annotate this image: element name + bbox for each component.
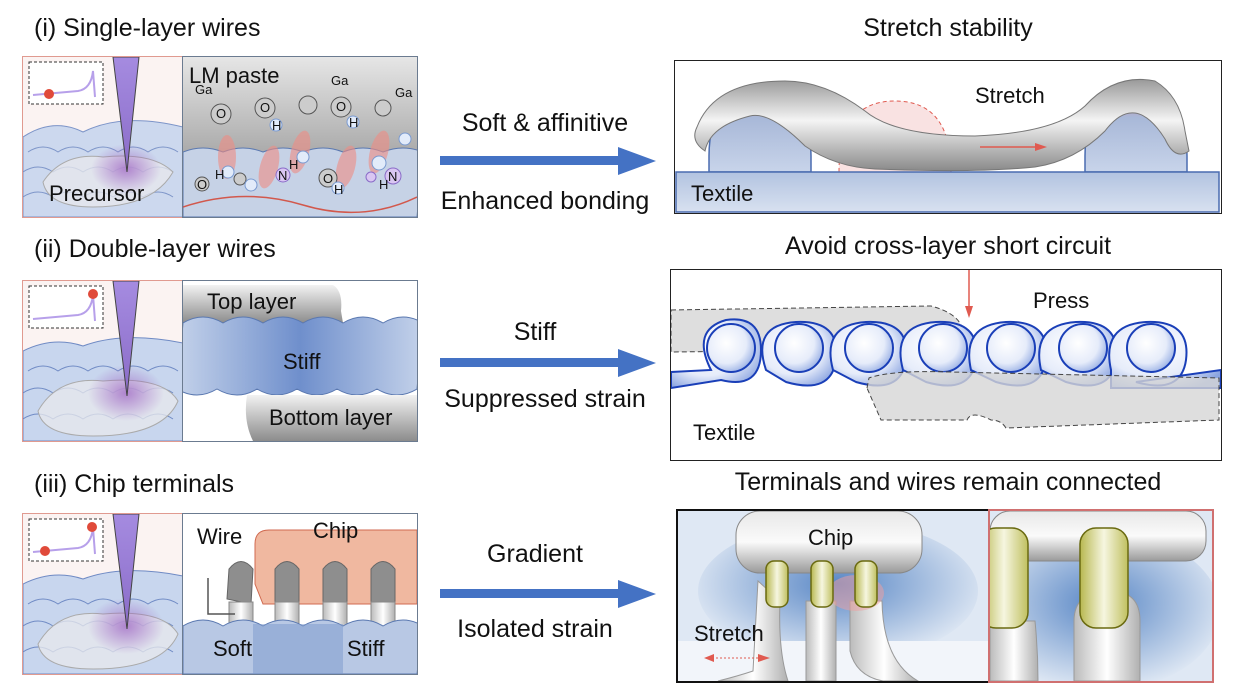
printing-illustration xyxy=(23,514,183,674)
terminal xyxy=(1079,527,1129,629)
chip-terminal-illustration xyxy=(183,529,417,674)
row-1-result-title: Stretch stability xyxy=(863,14,1033,42)
textile-label: Textile xyxy=(693,420,756,445)
atom-label: O xyxy=(260,100,271,115)
terminal xyxy=(765,560,789,608)
stretch-arrow-icon xyxy=(1035,143,1047,151)
bonding-illustration xyxy=(183,57,417,217)
atom-label: N xyxy=(388,169,398,184)
stretch-right-arrow-icon xyxy=(758,654,770,662)
inset-curve-box xyxy=(28,61,104,105)
row-3-result-title: Terminals and wires remain connected xyxy=(734,468,1162,496)
row-3-terminal-zoom-panel xyxy=(988,509,1214,683)
printing-illustration xyxy=(23,57,183,217)
atom-label: O xyxy=(336,99,347,114)
atom-label: H xyxy=(289,157,299,172)
chip-label: Chip xyxy=(808,525,854,550)
row-3-chip-overview-panel: Chip Stretch xyxy=(676,509,992,683)
nozzle-icon xyxy=(112,281,140,397)
stretch-label: Stretch xyxy=(694,621,764,646)
terminal xyxy=(854,560,878,608)
stretch-label: Stretch xyxy=(975,83,1045,108)
soft-label: Soft xyxy=(213,636,253,661)
chip-label: Chip xyxy=(313,518,359,543)
atom-label: H xyxy=(379,177,389,192)
double-layer-illustration xyxy=(183,285,417,441)
row-3-arrow-bottom-label: Isolated strain xyxy=(457,615,613,643)
row-1-arrow-top-label: Soft & affinitive xyxy=(461,109,629,137)
atom-label: Ga xyxy=(395,85,413,100)
stiff-label: Stiff xyxy=(347,636,385,661)
row-3-process-arrow xyxy=(440,580,656,608)
stretch-left-arrow-icon xyxy=(704,654,714,662)
press-arrow-icon xyxy=(965,306,973,318)
row-1-stretch-panel: Stretch Textile xyxy=(674,60,1222,214)
row-2-arrow-top-label: Stiff xyxy=(513,318,557,346)
textile-base xyxy=(675,171,1220,213)
row-2-result-title: Avoid cross-layer short circuit xyxy=(784,232,1112,260)
precursor-label: Precursor xyxy=(49,181,145,206)
row-2-double-layer-panel: Top layer Stiff Bottom layer xyxy=(182,280,418,442)
row-1-lm-paste-panel: LM paste Ga Ga Ga O O O H H O H H N O H … xyxy=(182,56,418,218)
top-layer-label: Top layer xyxy=(207,289,297,314)
atom-label: N xyxy=(278,168,288,183)
inset-marker xyxy=(88,289,98,299)
row-3-arrow-top-label: Gradient xyxy=(487,540,583,568)
stretch-illustration xyxy=(675,78,1220,213)
atom-label: H xyxy=(215,167,225,182)
press-label: Press xyxy=(1033,288,1090,313)
row-2-printing-panel xyxy=(22,280,184,442)
nozzle-icon xyxy=(112,514,140,630)
nozzle-icon xyxy=(112,57,140,173)
row-1-title: (i) Single-layer wires xyxy=(34,14,261,42)
atom-label: O xyxy=(216,106,227,121)
atom-label: H xyxy=(272,118,282,133)
lm-paste-label: LM paste xyxy=(189,63,280,88)
atom-label: Ga xyxy=(195,82,213,97)
printing-illustration xyxy=(23,281,183,441)
terminal xyxy=(810,560,834,608)
inset-marker-start xyxy=(40,546,50,556)
inset-marker xyxy=(44,89,54,99)
row-2-title: (ii) Double-layer wires xyxy=(34,235,276,263)
atom-label: O xyxy=(197,177,208,192)
wire-label: Wire xyxy=(197,524,243,549)
atom-label: H xyxy=(334,182,344,197)
row-1-process-arrow xyxy=(440,147,656,175)
atom-label: O xyxy=(323,171,334,186)
row-3-title: (iii) Chip terminals xyxy=(34,470,235,498)
row-1-arrow-bottom-label: Enhanced bonding xyxy=(440,187,650,215)
atom-label: Ga xyxy=(331,73,349,88)
chip-overview-illustration xyxy=(678,511,990,681)
row-1-printing-panel: Precursor xyxy=(22,56,184,218)
atom-label: H xyxy=(349,115,359,130)
row-2-process-arrow xyxy=(440,349,656,377)
row-2-arrow-bottom-label: Suppressed strain xyxy=(444,385,646,413)
press-illustration xyxy=(671,270,1221,429)
row-3-chip-terminal-panel: Wire Chip Soft Stiff xyxy=(182,513,418,675)
stiff-label: Stiff xyxy=(283,349,321,374)
bottom-layer-label: Bottom layer xyxy=(269,405,393,430)
row-2-press-panel: Press Textile xyxy=(670,269,1222,461)
terminal-zoom-illustration xyxy=(990,511,1212,681)
inset-marker-peak xyxy=(87,522,97,532)
row-3-printing-panel xyxy=(22,513,184,675)
textile-label: Textile xyxy=(691,181,754,206)
terminal xyxy=(990,527,1029,629)
